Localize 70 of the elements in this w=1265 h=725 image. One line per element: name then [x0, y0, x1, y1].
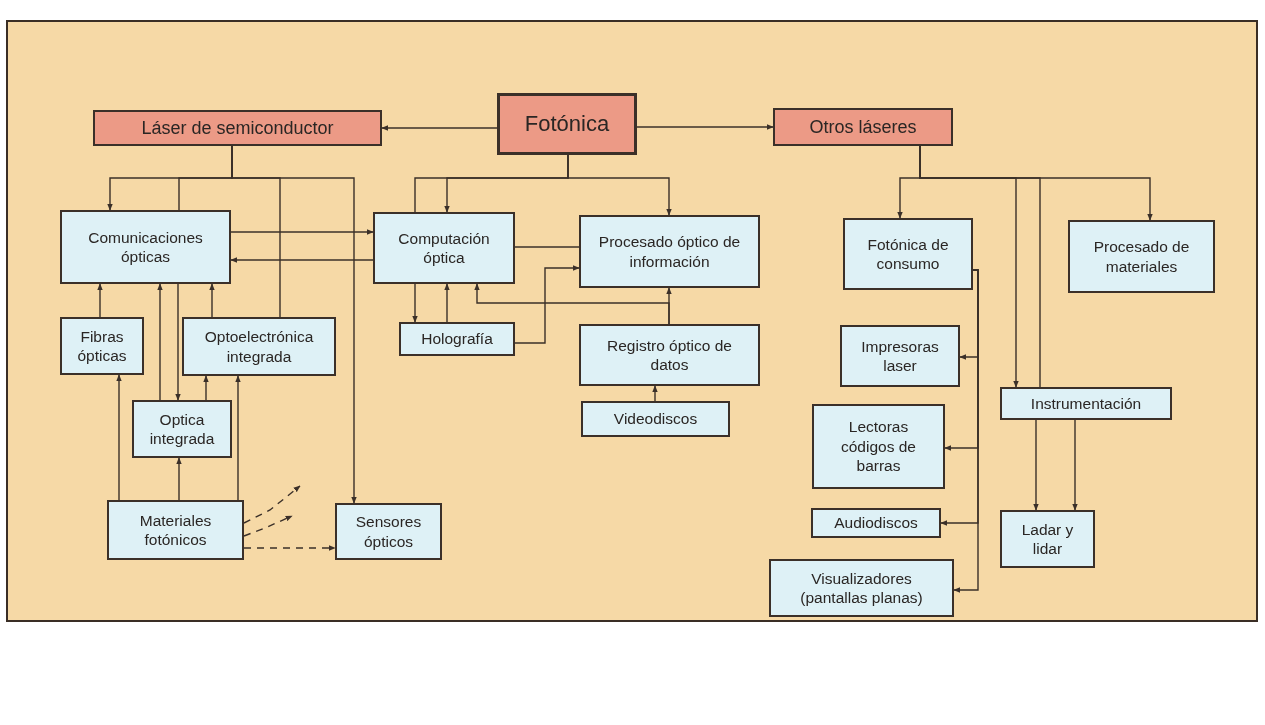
box-label: Videodiscos: [613, 409, 698, 429]
process-box: [812, 404, 945, 489]
process-box: [1000, 387, 1172, 420]
arrow: [157, 283, 163, 401]
arrow: [116, 374, 122, 501]
process-box: [811, 508, 941, 538]
arrow: [514, 265, 580, 344]
process-box: [581, 401, 730, 437]
box-label: Lectoras códigos de barras: [840, 417, 917, 476]
arrow: [243, 515, 293, 537]
box-label: Sensores ópticos: [354, 512, 423, 551]
process-box: [60, 317, 144, 375]
box-label: Impresoras laser: [860, 336, 940, 376]
arrow: [1072, 419, 1078, 511]
box-label: Procesado de materiales: [1092, 237, 1191, 276]
box-label: Optica integrada: [148, 409, 216, 449]
arrow: [175, 283, 181, 401]
arrow: [567, 154, 672, 216]
arrow: [176, 457, 182, 501]
process-box: [840, 325, 960, 387]
box-label: Fotónica de consumo: [866, 234, 950, 274]
box-label: Instrumentación: [1030, 393, 1142, 414]
process-box: [132, 400, 232, 458]
connector-line: [514, 246, 580, 248]
process-box: [107, 500, 244, 560]
box-label: Visualizadores (pantallas planas): [799, 568, 924, 608]
arrow: [243, 485, 301, 524]
box-label: Procesado óptico de información: [597, 232, 742, 271]
box-label: Otros láseres: [809, 115, 917, 139]
process-box: [843, 218, 973, 290]
arrow: [1033, 419, 1039, 511]
box-label: Materiales fotónicos: [138, 510, 213, 550]
arrow: [209, 283, 215, 318]
process-box: [579, 215, 760, 288]
box-label: Holografía: [421, 329, 493, 349]
arrow: [230, 229, 374, 235]
arrow: [243, 545, 336, 551]
box-label: Comunicaciones ópticas: [87, 227, 204, 267]
arrow: [474, 283, 670, 325]
box-label: Computación óptica: [397, 228, 491, 268]
arrow: [230, 257, 374, 263]
box-label: Láser de semiconductor: [141, 116, 334, 140]
process-box: [769, 559, 954, 617]
box-label: Ladar y lidar: [1020, 519, 1075, 559]
process-box: [399, 322, 515, 356]
process-box: [93, 110, 382, 146]
arrow: [235, 375, 241, 501]
arrow: [97, 283, 103, 318]
process-box: [773, 108, 953, 146]
box-label: Fotónica: [524, 110, 610, 138]
arrow: [919, 145, 1153, 221]
process-box: [579, 324, 760, 386]
process-box: [182, 317, 336, 376]
arrow: [412, 283, 418, 323]
process-box: [60, 210, 231, 284]
process-box: [335, 503, 442, 560]
arrow: [953, 269, 979, 593]
arrow: [203, 375, 209, 401]
process-box: [1000, 510, 1095, 568]
box-label: Optoelectrónica integrada: [203, 327, 315, 366]
box-label: Fibras ópticas: [76, 326, 128, 366]
arrow: [636, 124, 774, 130]
arrow: [444, 283, 450, 323]
arrow: [381, 125, 498, 131]
process-box: [497, 93, 637, 155]
process-box: [373, 212, 515, 284]
process-box: [1068, 220, 1215, 293]
box-label: Audiodiscos: [834, 513, 918, 533]
box-label: Registro óptico de datos: [606, 335, 733, 375]
arrow: [652, 385, 658, 402]
